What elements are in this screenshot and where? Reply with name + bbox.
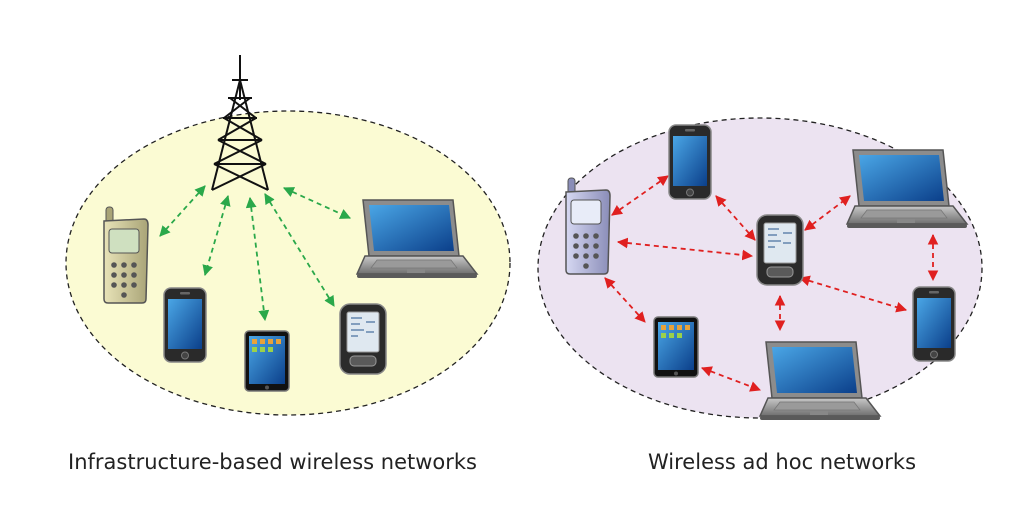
link-pda-smartphone-right bbox=[798, 275, 908, 313]
pda-icon bbox=[339, 303, 387, 375]
link-tablet-laptop-bottom bbox=[700, 366, 762, 392]
adhoc-caption: Wireless ad hoc networks bbox=[648, 450, 917, 474]
link-tower-smartphone bbox=[202, 194, 231, 277]
adhoc-panel bbox=[537, 117, 983, 421]
feature-phone-icon bbox=[565, 177, 611, 275]
link-tower-pda bbox=[264, 193, 335, 307]
link-featurephone-tablet bbox=[604, 277, 646, 323]
infrastructure-panel bbox=[65, 55, 511, 416]
link-featurephone-pda bbox=[616, 237, 754, 261]
smartphone-icon bbox=[912, 286, 956, 362]
link-tower-featurephone bbox=[159, 185, 206, 237]
cell-tower-icon bbox=[211, 55, 269, 191]
link-tower-laptop bbox=[283, 187, 351, 219]
pda-icon bbox=[756, 214, 804, 286]
link-tower-tablet bbox=[245, 196, 270, 322]
link-smartphone-pda bbox=[715, 195, 756, 241]
link-featurephone-smartphone-top bbox=[611, 175, 669, 216]
smartphone-icon bbox=[163, 287, 207, 363]
link-pda-laptop-top bbox=[804, 195, 851, 231]
feature-phone-icon bbox=[103, 206, 149, 304]
smartphone-icon bbox=[668, 124, 712, 200]
tablet-icon bbox=[653, 316, 699, 378]
infrastructure-links bbox=[159, 185, 351, 322]
tablet-icon bbox=[244, 330, 290, 392]
adhoc-links bbox=[604, 175, 939, 392]
infrastructure-caption: Infrastructure-based wireless networks bbox=[68, 450, 477, 474]
